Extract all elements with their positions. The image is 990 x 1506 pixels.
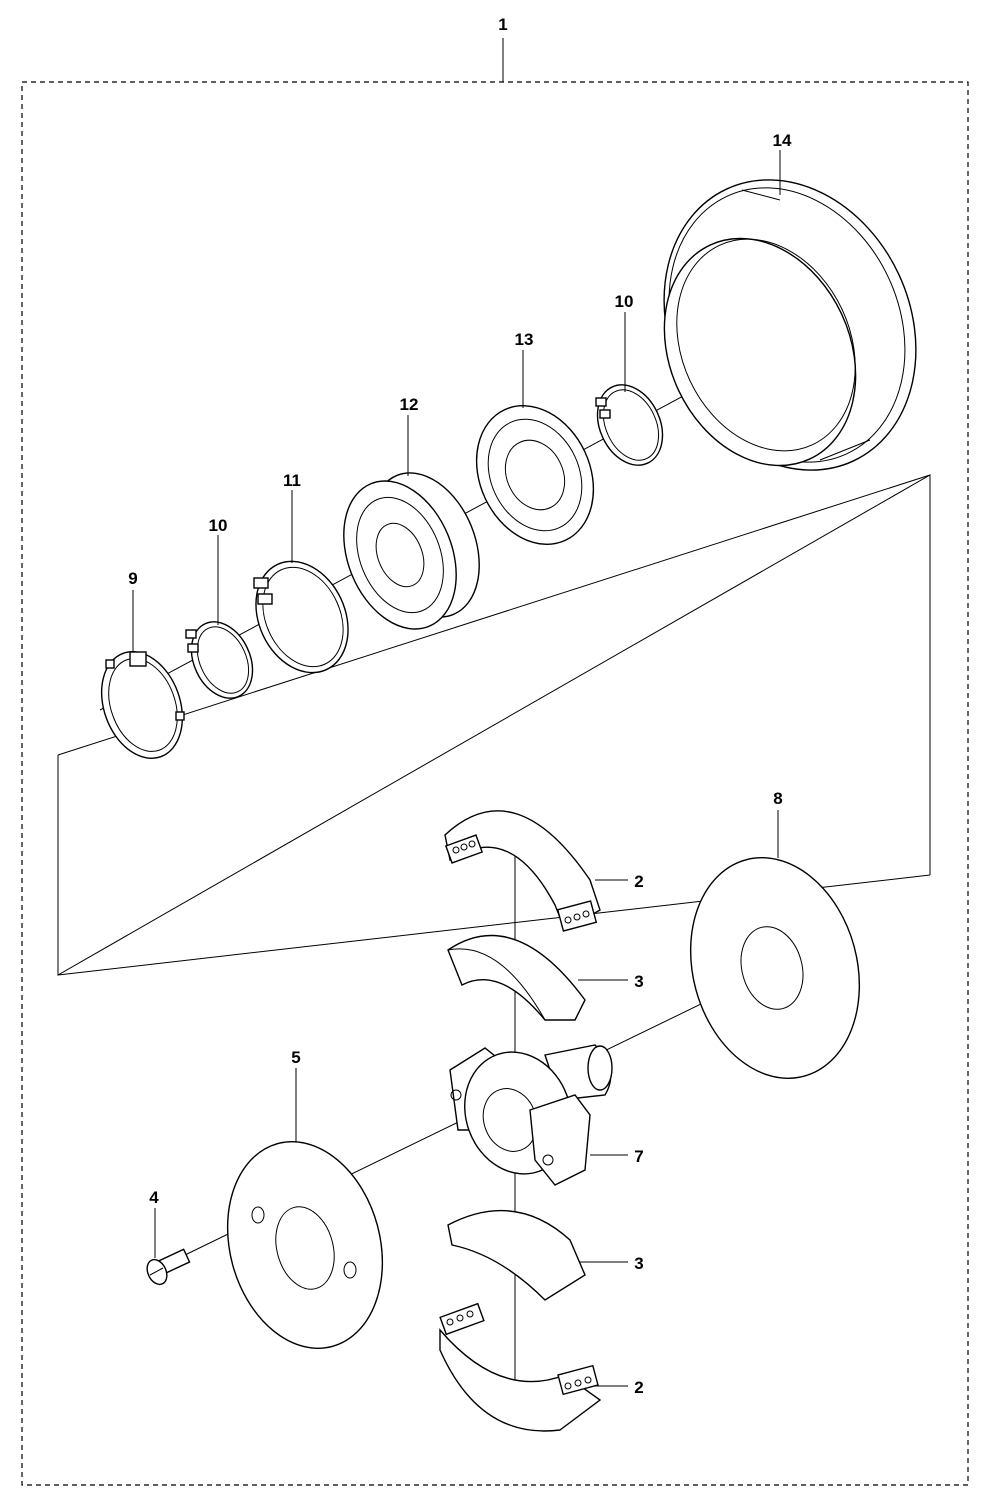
callout-8: 8	[773, 789, 782, 808]
bearing-part	[343, 472, 480, 630]
screw-part	[146, 1248, 191, 1286]
callout-2-top: 2	[634, 872, 643, 891]
callout-11: 11	[283, 471, 301, 490]
shoe-bottom-part	[439, 1302, 602, 1432]
lock-washer-part	[100, 651, 185, 759]
callout-9: 9	[128, 569, 137, 588]
callout-13: 13	[515, 330, 534, 349]
callout-14: 14	[773, 131, 792, 150]
callout-4: 4	[149, 1188, 159, 1207]
block-top-part	[447, 935, 586, 1021]
washer-part	[689, 857, 861, 1079]
circlip-left-part	[185, 621, 254, 699]
hub-part	[449, 1044, 613, 1186]
callout-3-top: 3	[634, 972, 643, 991]
callout-12: 12	[400, 395, 419, 414]
callout-10-left: 10	[209, 516, 228, 535]
callout-1: 1	[498, 15, 507, 34]
shoe-top-part	[444, 810, 601, 932]
group-connector-top	[57, 474, 931, 756]
assembly-frame	[21, 81, 969, 1486]
plate-part	[226, 1141, 384, 1349]
circlip-right-part	[595, 384, 664, 466]
callout-7: 7	[634, 1147, 643, 1166]
callout-3-bottom: 3	[634, 1254, 643, 1273]
callout-2-bottom: 2	[634, 1378, 643, 1397]
group-connector-lines	[57, 474, 931, 976]
seal-part	[475, 405, 595, 545]
callout-10-right: 10	[615, 292, 634, 311]
block-bottom-part	[447, 1209, 586, 1301]
callout-5: 5	[291, 1048, 300, 1067]
drum-part	[663, 179, 917, 471]
retaining-ring-part	[253, 560, 349, 674]
